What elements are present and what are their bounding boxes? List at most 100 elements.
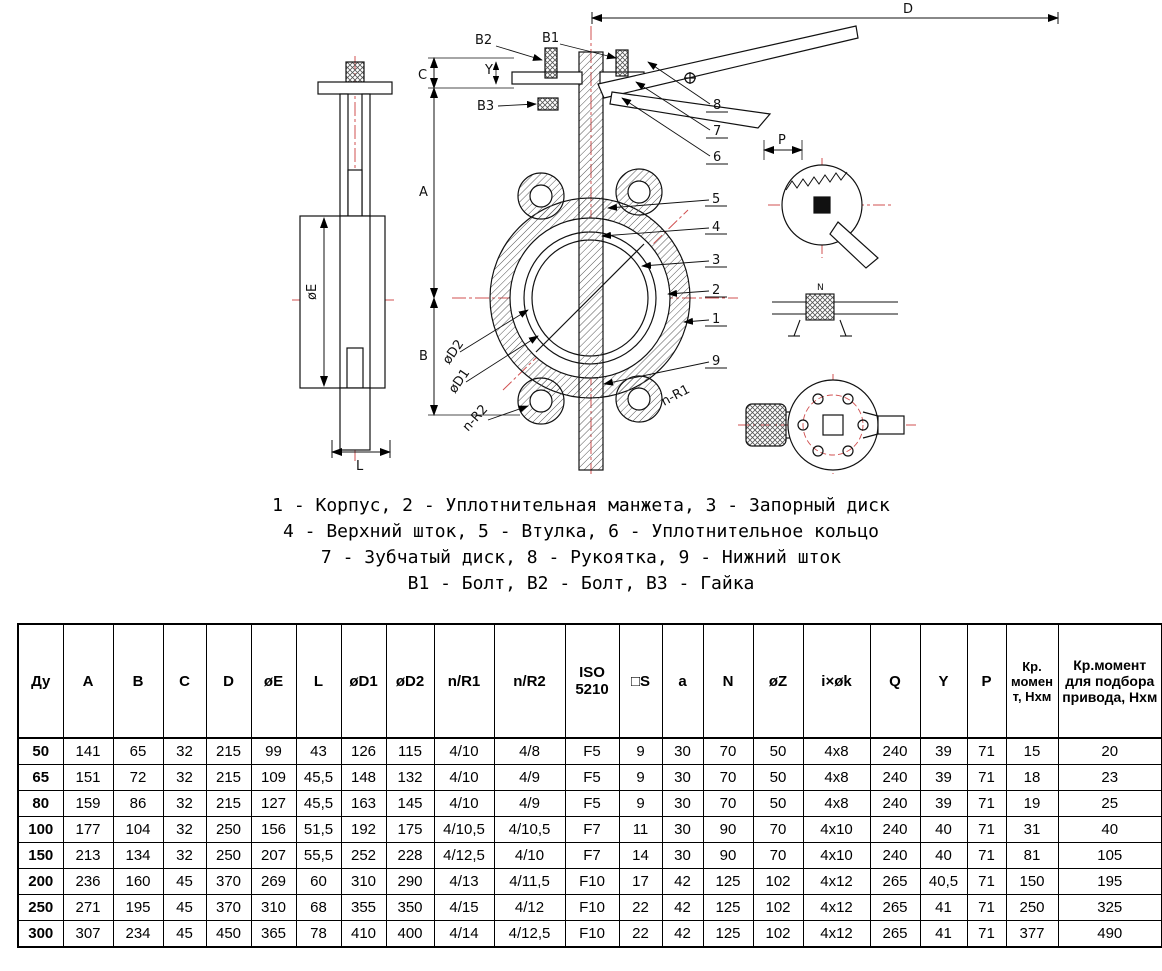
table-cell: 370 — [205, 894, 252, 922]
table-cell: 265 — [869, 894, 921, 922]
table-cell: 4x10 — [802, 842, 871, 870]
table-cell: 65 — [17, 764, 64, 792]
table-cell: 269 — [250, 868, 297, 896]
table-cell: 215 — [205, 764, 252, 792]
table-cell: 20 — [1057, 737, 1162, 766]
legend-line-2: 4 - Верхний шток, 5 - Втулка, 6 - Уплотн… — [282, 521, 880, 543]
callout-1: 1 — [712, 312, 720, 327]
table-header-cell: N — [702, 623, 754, 740]
label-nR2: n-R2 — [460, 402, 491, 435]
table-cell: 370 — [205, 868, 252, 896]
table-header-cell: n/R2 — [493, 623, 566, 740]
table-cell: 23 — [1057, 764, 1162, 792]
table-cell: 70 — [752, 842, 804, 870]
table-cell: 355 — [340, 894, 387, 922]
table-cell: F5 — [564, 790, 620, 818]
label-B1: B1 — [542, 31, 559, 46]
table-cell: 234 — [112, 920, 164, 948]
table-cell: 4/14 — [433, 920, 495, 948]
top-flange — [317, 81, 393, 95]
table-cell: 213 — [62, 842, 114, 870]
table-cell: 490 — [1057, 920, 1162, 948]
parts-legend: 1 - Корпус, 2 - Уплотнительная манжета, … — [0, 493, 1162, 597]
table-header-cell: i×øk — [802, 623, 871, 740]
table-cell: 127 — [250, 790, 297, 818]
neck-slot — [347, 169, 363, 217]
table-cell: 400 — [385, 920, 435, 948]
table-cell: 9 — [618, 737, 663, 766]
table-cell: 45 — [162, 894, 207, 922]
table-cell: 4x10 — [802, 816, 871, 844]
table-cell: 134 — [112, 842, 164, 870]
table-cell: 4/10 — [433, 737, 495, 766]
table-cell: 71 — [966, 764, 1007, 792]
table-header-cell: Y — [919, 623, 968, 740]
callout-2: 2 — [712, 283, 720, 298]
table-cell: 102 — [752, 920, 804, 948]
dim-oE-label: øE — [305, 284, 320, 300]
table-cell: 250 — [17, 894, 64, 922]
table-header-cell: n/R1 — [433, 623, 495, 740]
neck-left — [339, 93, 349, 217]
front-view: D C A B Y B2 B1 B3 øD2 øD1 n-R2 n-R1 8 — [418, 2, 1059, 474]
clevis — [877, 415, 905, 435]
table-cell: 86 — [112, 790, 164, 818]
table-cell: 4/9 — [493, 764, 566, 792]
table-cell: 240 — [869, 764, 921, 792]
table-cell: 4/9 — [493, 790, 566, 818]
table-cell: 45,5 — [295, 764, 342, 792]
table-cell: 45 — [162, 920, 207, 948]
table-cell: 40 — [919, 816, 968, 844]
table-cell: 71 — [966, 842, 1007, 870]
dim-C-label: C — [418, 68, 427, 83]
table-cell: 71 — [966, 868, 1007, 896]
table-header-cell: ISO 5210 — [564, 623, 620, 740]
table-cell: 4/10,5 — [433, 816, 495, 844]
table-cell: 271 — [62, 894, 114, 922]
table-cell: 55,5 — [295, 842, 342, 870]
table-cell: 102 — [752, 868, 804, 896]
table-cell: 265 — [869, 920, 921, 948]
table-cell: 41 — [919, 920, 968, 948]
table-cell: 22 — [618, 920, 663, 948]
table-cell: 99 — [250, 737, 297, 766]
shaft-column — [578, 51, 604, 471]
table-cell: 4/12 — [493, 894, 566, 922]
table-cell: 32 — [162, 737, 207, 766]
table-cell: F10 — [564, 894, 620, 922]
table-cell: 250 — [1005, 894, 1059, 922]
side-view: øE L — [292, 56, 394, 474]
label-oD1: øD1 — [446, 366, 473, 396]
table-cell: F10 — [564, 920, 620, 948]
table-cell: 9 — [618, 790, 663, 818]
table-cell: 70 — [702, 764, 754, 792]
callout-6: 6 — [713, 150, 721, 165]
table-header-cell: a — [661, 623, 704, 740]
table-cell: 18 — [1005, 764, 1059, 792]
table-cell: 50 — [752, 790, 804, 818]
table-cell: 450 — [205, 920, 252, 948]
table-cell: 195 — [112, 894, 164, 922]
table-cell: 22 — [618, 894, 663, 922]
table-cell: 45 — [162, 868, 207, 896]
handle-lever — [597, 25, 859, 99]
table-cell: F7 — [564, 842, 620, 870]
table-cell: 4/11,5 — [493, 868, 566, 896]
table-cell: 4/13 — [433, 868, 495, 896]
callout-4: 4 — [712, 220, 720, 235]
dim-P-label: P — [778, 133, 786, 148]
table-cell: 310 — [340, 868, 387, 896]
table-cell: 30 — [661, 790, 704, 818]
lug-bottom-right — [615, 375, 663, 423]
lug-top-right — [615, 168, 663, 216]
table-cell: 50 — [752, 764, 804, 792]
table-cell: F10 — [564, 868, 620, 896]
table-cell: 32 — [162, 842, 207, 870]
table-cell: 126 — [340, 737, 387, 766]
table-cell: 141 — [62, 737, 114, 766]
table-cell: 30 — [661, 842, 704, 870]
